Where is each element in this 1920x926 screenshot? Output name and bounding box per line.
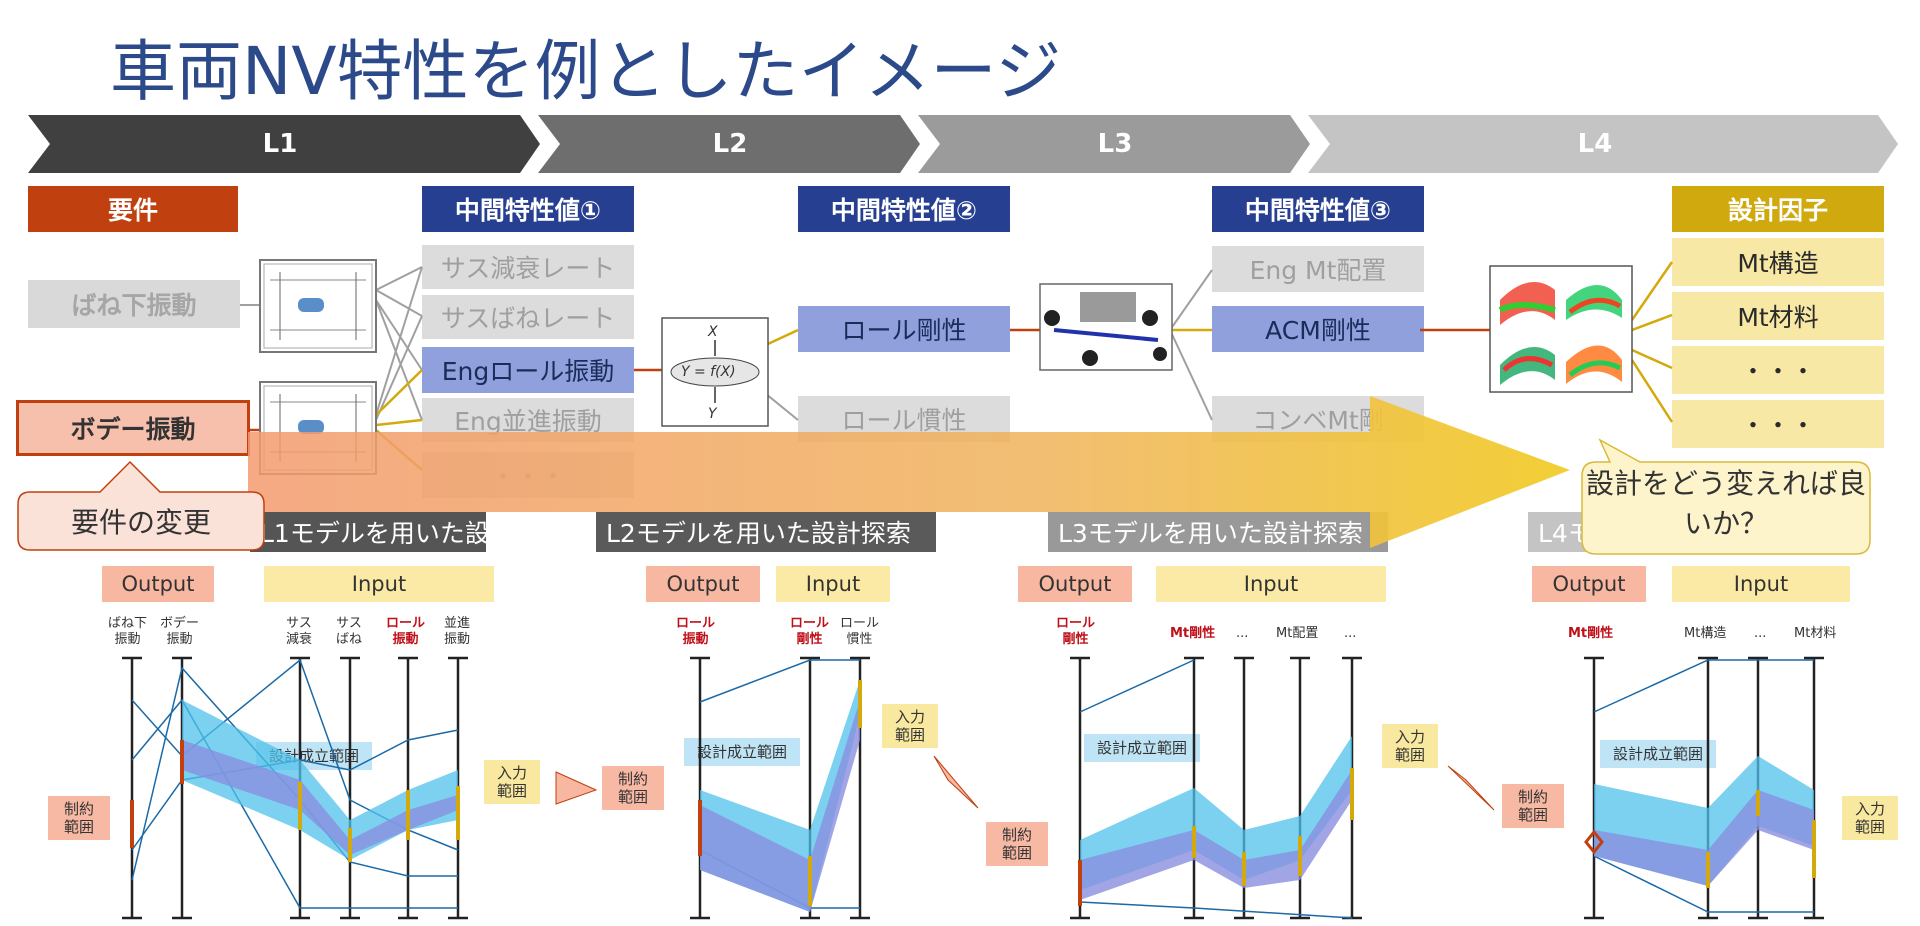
level-label-l2: L2 (712, 129, 748, 159)
axis-label-p2-0: ロール 振動 (676, 616, 716, 647)
callout-feasible-range-p3: 設計成立範囲 (1084, 734, 1200, 762)
axis-label-p4-0: Mt剛性 (1568, 626, 1614, 641)
tag-input-l3: Input (1156, 566, 1386, 602)
axis-label-p3-2: ... (1236, 626, 1249, 641)
axis-label-p1-2: サス 減衰 (286, 616, 313, 647)
page-title: 車両NV特性を例としたイメージ (110, 33, 1062, 110)
callout-constraint-range-p1: 制約 範囲 (48, 796, 110, 840)
callout-constraint-range-p3: 制約 範囲 (986, 822, 1048, 866)
mid3-item-acm-stiffness: ACM剛性 (1212, 306, 1424, 352)
tag-input-l2: Input (776, 566, 890, 602)
mid1-item-suspension-spring: サスばねレート (422, 295, 634, 339)
axis-label-p3-4: ... (1344, 626, 1357, 641)
chevron-l2 (538, 115, 920, 173)
section-l2-design-exploration: L2モデルを用いた設計探索 (596, 512, 936, 552)
requirement-body-vibration: ボデー振動 (16, 400, 250, 456)
callout-input-range-p3: 入力 範囲 (1382, 724, 1438, 768)
callout-feasible-range-p2: 設計成立範囲 (684, 738, 800, 766)
tag-input-l4: Input (1672, 566, 1850, 602)
callout-feasible-range-p4: 設計成立範囲 (1600, 740, 1716, 768)
formula-x: X (708, 324, 718, 340)
mid1-item-engine-roll-vibration: Engロール振動 (422, 347, 634, 393)
section-l3-design-exploration: L3モデルを用いた設計探索 (1048, 512, 1388, 552)
requirement-unsprung-vibration: ばね下振動 (28, 280, 240, 328)
axis-label-p3-0: ロール 剛性 (1056, 616, 1096, 647)
callout-input-range-p1: 入力 範囲 (484, 760, 540, 804)
axis-label-p1-1: ボデー 振動 (160, 616, 200, 647)
formula-box (661, 317, 769, 427)
callout-input-range-p2: 入力 範囲 (882, 704, 938, 748)
callout-input-range-p4: 入力 範囲 (1842, 796, 1898, 840)
mid1-header: 中間特性値① (422, 186, 634, 232)
l4-surface-plots-thumb (1489, 265, 1633, 393)
axis-label-p4-2: ... (1754, 626, 1767, 641)
level-label-l3: L3 (1097, 129, 1133, 159)
tag-output-l3: Output (1018, 566, 1132, 602)
tag-input-l1: Input (264, 566, 494, 602)
level-label-l4: L4 (1577, 129, 1613, 159)
chevron-l1 (28, 115, 540, 173)
callout-constraint-range-p2: 制約 範囲 (602, 766, 664, 810)
level-label-l1: L1 (262, 129, 298, 159)
axis-label-p1-4: ロール 振動 (386, 616, 426, 647)
l3-vehicle-model-thumb (1039, 283, 1173, 371)
l1-model-thumb-1 (259, 259, 377, 353)
axis-label-p3-3: Mt配置 (1276, 626, 1319, 641)
callout-constraint-range-p4: 制約 範囲 (1502, 784, 1564, 828)
design-factor-more-1: ・・・ (1672, 346, 1884, 394)
axis-label-p1-0: ばね下 振動 (108, 616, 148, 647)
mid3-item-engine-mt-layout: Eng Mt配置 (1212, 246, 1424, 292)
axis-label-p2-2: ロール 慣性 (840, 616, 880, 647)
formula-equation: Y = f(X) (681, 364, 736, 380)
chevron-l3 (918, 115, 1310, 173)
axis-label-p2-1: ロール 剛性 (790, 616, 830, 647)
mid3-header: 中間特性値③ (1212, 186, 1424, 232)
design-factor-more-2: ・・・ (1672, 400, 1884, 448)
axis-label-p3-1: Mt剛性 (1170, 626, 1216, 641)
design-factor-mt-structure: Mt構造 (1672, 238, 1884, 286)
design-factor-header: 設計因子 (1672, 186, 1884, 232)
mid2-item-roll-stiffness: ロール剛性 (798, 306, 1010, 352)
requirement-header: 要件 (28, 186, 238, 232)
tag-output-l1: Output (102, 566, 214, 602)
mid2-header: 中間特性値② (798, 186, 1010, 232)
tag-output-l2: Output (646, 566, 760, 602)
axis-label-p1-5: 並進 振動 (444, 616, 471, 647)
chevron-l4 (1308, 115, 1898, 173)
axis-label-p4-3: Mt材料 (1794, 626, 1837, 641)
question-text: 設計をどう変えれば良いか？ (1585, 467, 1866, 540)
tag-output-l4: Output (1532, 566, 1646, 602)
mid1-item-suspension-damping: サス減衰レート (422, 245, 634, 289)
formula-y: Y (708, 406, 717, 422)
axis-label-p1-3: サス ばね (336, 616, 363, 647)
requirement-change-label: 要件の変更 (70, 506, 211, 539)
design-factor-mt-material: Mt材料 (1672, 292, 1884, 340)
axis-label-p4-1: Mt構造 (1684, 626, 1727, 641)
